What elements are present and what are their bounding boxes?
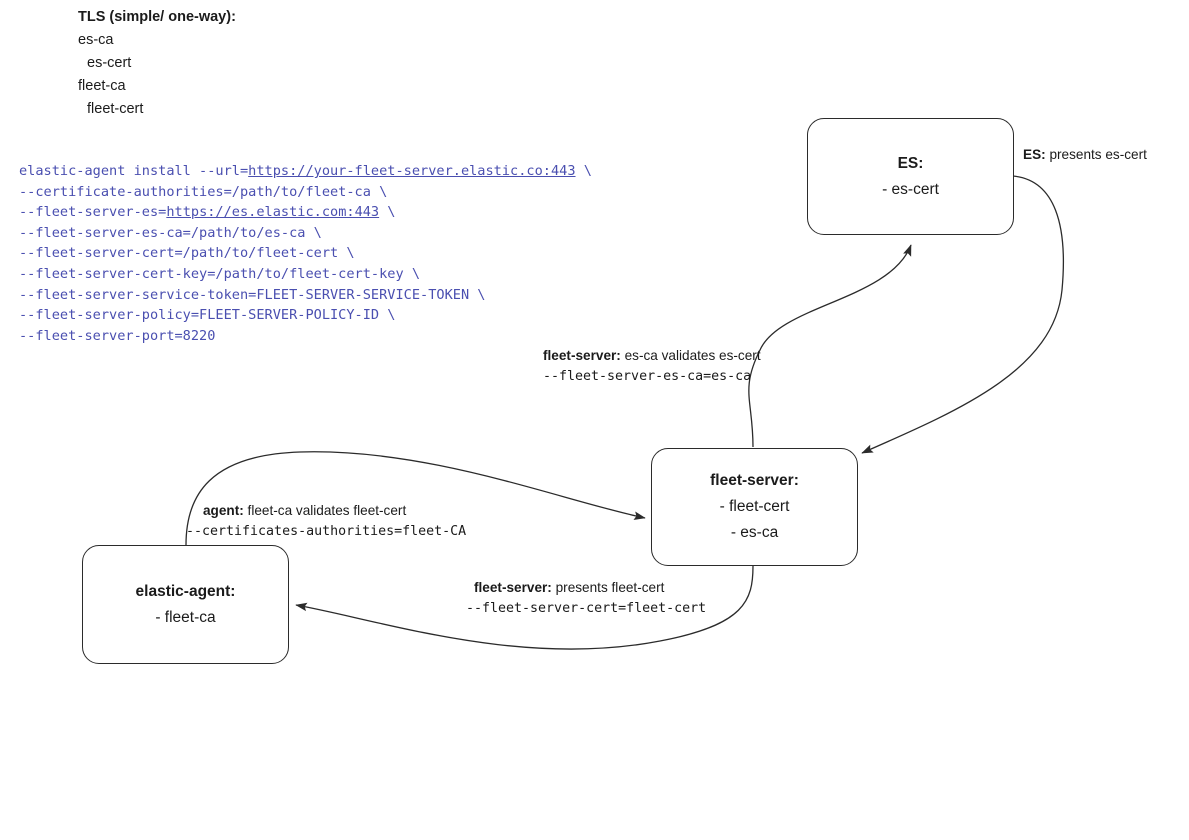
tls-legend-item-es-cert: es-cert — [87, 55, 132, 71]
edge-label-agent-validates-rest: fleet-ca validates fleet-cert — [243, 503, 407, 518]
edge-label-fleet-validates: fleet-server: es-ca validates es-cert --… — [543, 345, 761, 387]
edge-label-agent-validates-bold: agent: — [203, 503, 244, 518]
command-text-segment: --fleet-server-port=8220 — [19, 327, 216, 344]
edge-label-agent-validates: agent: fleet-ca validates fleet-cert --c… — [186, 500, 466, 542]
command-text-segment: --fleet-server-es= — [19, 204, 167, 221]
command-line-9: --fleet-server-port=8220 — [19, 326, 592, 347]
node-es[interactable]: ES: - es-cert — [807, 118, 1014, 235]
edge-label-es-presents-bold: ES: — [1023, 147, 1046, 162]
command-text-segment: --certificate-authorities=/path/to/fleet… — [19, 183, 388, 200]
node-es-title: ES: — [897, 154, 924, 172]
edge-label-fleet-validates-flag: --fleet-server-es-ca=es-ca — [543, 369, 752, 384]
node-fleet-server-title: fleet-server: — [710, 472, 799, 489]
edge-label-es-presents: ES: presents es-cert — [1023, 144, 1147, 165]
command-line-8: --fleet-server-policy=FLEET-SERVER-POLIC… — [19, 305, 592, 326]
edge-fleet-to-agent — [295, 565, 754, 650]
command-line-1: elastic-agent install --url=https://your… — [19, 161, 592, 182]
command-text-segment: --fleet-server-es-ca=/path/to/es-ca \ — [19, 224, 322, 241]
edge-label-es-presents-rest: presents es-cert — [1045, 147, 1147, 162]
edge-label-fleet-presents: fleet-server: presents fleet-cert --flee… — [466, 577, 706, 619]
command-text-segment: elastic-agent install --url= — [19, 163, 249, 179]
command-line-2: --certificate-authorities=/path/to/fleet… — [19, 182, 592, 203]
command-url-link[interactable]: https://your-fleet-server.elastic.co:443 — [248, 163, 576, 179]
node-elastic-agent[interactable]: elastic-agent: - fleet-ca — [82, 545, 289, 664]
node-fleet-server-line-1: - fleet-cert — [719, 498, 790, 515]
command-line-5: --fleet-server-cert=/path/to/fleet-cert … — [19, 243, 592, 264]
command-line-7: --fleet-server-service-token=FLEET-SERVE… — [19, 285, 592, 306]
command-line-6: --fleet-server-cert-key=/path/to/fleet-c… — [19, 264, 592, 285]
tls-legend-item-es-ca: es-ca — [78, 32, 114, 48]
node-fleet-server[interactable]: fleet-server: - fleet-cert - es-ca — [651, 448, 858, 566]
command-url-link[interactable]: https://es.elastic.com:443 — [166, 204, 380, 221]
node-elastic-agent-title: elastic-agent: — [135, 582, 236, 600]
edge-label-agent-validates-flag: --certificates-authorities=fleet-CA — [186, 524, 467, 539]
command-text-segment: \ — [575, 163, 592, 179]
command-text-segment: --fleet-server-cert-key=/path/to/fleet-c… — [19, 265, 421, 282]
edge-label-fleet-presents-rest: presents fleet-cert — [551, 580, 665, 595]
edge-label-fleet-presents-bold: fleet-server: — [474, 580, 552, 595]
command-text-segment: --fleet-server-cert=/path/to/fleet-cert … — [19, 245, 355, 262]
edge-fleet-to-es — [748, 244, 912, 448]
tls-legend-item-fleet-cert: fleet-cert — [87, 101, 144, 117]
tls-legend: TLS (simple/ one-way): es-ca es-cert fle… — [78, 6, 236, 121]
command-text-segment: \ — [379, 204, 396, 221]
node-es-line-1: - es-cert — [882, 180, 939, 198]
tls-legend-item-fleet-ca: fleet-ca — [78, 78, 126, 94]
edge-agent-to-fleet — [185, 451, 646, 546]
tls-legend-title: TLS (simple/ one-way): — [78, 9, 236, 25]
command-line-4: --fleet-server-es-ca=/path/to/es-ca \ — [19, 223, 592, 244]
command-text-segment: --fleet-server-policy=FLEET-SERVER-POLIC… — [19, 307, 396, 324]
edge-label-fleet-presents-flag: --fleet-server-cert=fleet-cert — [466, 601, 707, 616]
node-elastic-agent-line-1: - fleet-ca — [155, 608, 216, 626]
command-text-segment: --fleet-server-service-token=FLEET-SERVE… — [19, 286, 486, 303]
command-line-3: --fleet-server-es=https://es.elastic.com… — [19, 202, 592, 223]
install-command-block: elastic-agent install --url=https://your… — [19, 161, 592, 346]
node-fleet-server-line-2: - es-ca — [730, 524, 779, 541]
edge-label-fleet-validates-rest: es-ca validates es-cert — [620, 348, 761, 363]
edge-label-fleet-validates-bold: fleet-server: — [543, 348, 621, 363]
edge-es-to-fleet — [861, 175, 1065, 454]
